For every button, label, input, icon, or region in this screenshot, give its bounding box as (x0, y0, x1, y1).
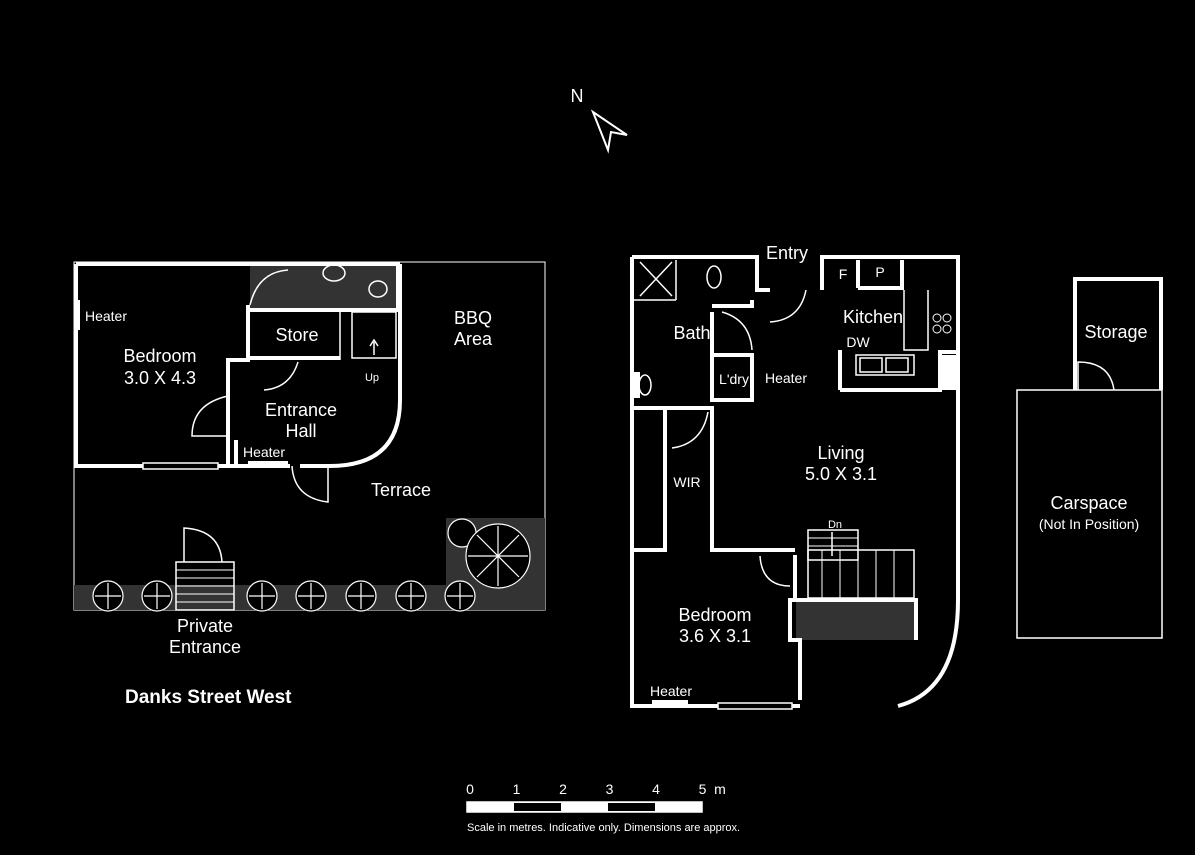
bedroom-dims: 3.0 X 4.3 (124, 368, 196, 388)
entry-steps (175, 527, 235, 611)
bedroom-label: Bedroom (123, 346, 196, 366)
north-arrow-icon (590, 109, 628, 154)
carspace-label: Carspace (1050, 493, 1127, 513)
void-area (796, 600, 916, 640)
down-label: Dn (828, 519, 842, 531)
terrace-label: Terrace (371, 480, 431, 500)
hedge-shrubs (92, 518, 531, 612)
heater-laundry-label: Heater (765, 370, 807, 386)
dishwasher-label: DW (846, 334, 870, 350)
scale-tick-label: 0 (466, 781, 474, 797)
scale-note: Scale in metres. Indicative only. Dimens… (467, 822, 740, 834)
upper-bedroom-label: Bedroom (678, 605, 751, 625)
private-entrance-label-2: Entrance (169, 637, 241, 657)
bbq-label-1: BBQ (454, 308, 492, 328)
heater-upper-bedroom-label: Heater (650, 683, 692, 699)
bath-label: Bath (673, 323, 710, 343)
bbq-label-2: Area (454, 329, 493, 349)
scale-bar: 0 1 2 3 4 5 m Scale in metres. Indicative onl… (466, 781, 740, 834)
entrance-hall-label-2: Hall (285, 421, 316, 441)
stairs (788, 529, 918, 700)
ground-floor-plan: Bedroom 3.0 X 4.3 Heater Store Up Entran… (73, 261, 546, 657)
private-entrance-label-1: Private (177, 616, 233, 636)
street-name: Danks Street West (125, 687, 292, 708)
heater-hall-label: Heater (243, 444, 285, 460)
pantry-label: P (875, 264, 884, 280)
scale-unit: m (714, 781, 726, 797)
north-arrow: N (571, 86, 628, 154)
scale-tick-label: 2 (559, 781, 567, 797)
store-label: Store (275, 325, 318, 345)
upper-bedroom-dims: 3.6 X 3.1 (679, 626, 751, 646)
carspace-note: (Not In Position) (1039, 516, 1139, 532)
bathroom-area (250, 264, 398, 310)
entrance-hall-label-1: Entrance (265, 400, 337, 420)
laundry-label: L'dry (719, 371, 749, 387)
carspace-plan: Storage Carspace (Not In Position) (1016, 277, 1163, 639)
scale-tick-label: 5 (699, 781, 707, 797)
scale-tick-label: 1 (513, 781, 521, 797)
scale-tick-label: 3 (606, 781, 614, 797)
fridge-label: F (839, 266, 848, 282)
upper-floor-plan: Entry F P Kitchen DW Bath L'dry Heater L… (630, 243, 960, 710)
scale-tick-label: 4 (652, 781, 660, 797)
wir-label: WIR (673, 474, 700, 490)
heater-bedroom-label: Heater (85, 308, 127, 324)
north-label: N (571, 86, 584, 106)
living-dims: 5.0 X 3.1 (805, 464, 877, 484)
entry-label: Entry (766, 243, 808, 263)
kitchen-label: Kitchen (843, 307, 903, 327)
living-label: Living (817, 443, 864, 463)
up-label: Up (365, 372, 379, 384)
storage-label: Storage (1084, 322, 1147, 342)
